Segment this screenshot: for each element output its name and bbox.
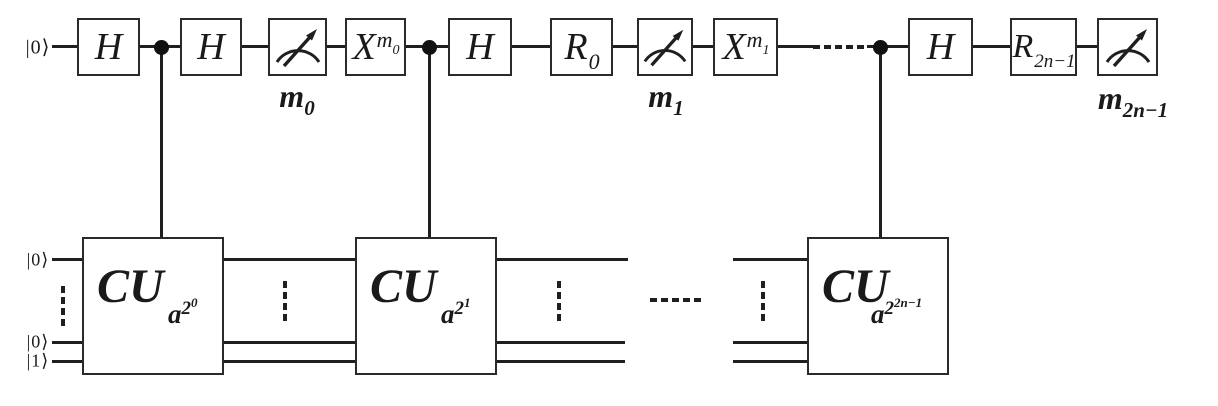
- cu-gate-3-subscript: a22n−1: [871, 295, 923, 329]
- cu-gate-1-label: CU: [97, 260, 164, 313]
- m2n1-outcome-label: m2n−1: [1097, 80, 1169, 122]
- wire-work-bot-c: [496, 360, 625, 363]
- ellipsis-before-cu3: [761, 281, 765, 321]
- control-dot-2: [422, 40, 437, 55]
- m0-outcome-label: m0: [279, 78, 315, 120]
- ellipsis-after-cu2: [557, 281, 561, 321]
- x-correction-gate-m1: Xm1: [713, 18, 778, 76]
- wire-work-bot-a: [52, 360, 83, 363]
- phase-gate-r2n1-label: R2n−1: [1012, 28, 1076, 72]
- wire-work-mid-c: [496, 341, 625, 344]
- wire-work-bot-d: [733, 360, 808, 363]
- cu-gate-a-2-0: CU a20: [82, 237, 224, 375]
- x-correction-gate-m0: Xm0: [345, 18, 406, 76]
- control-line-1: [160, 47, 163, 237]
- cu-gate-a-2-1: CU a21: [355, 237, 497, 375]
- wire-work-mid-d: [733, 341, 808, 344]
- hadamard-gate-2: H: [180, 18, 242, 76]
- wire-control-qubit-dashed-gap: [813, 45, 867, 49]
- cu-gate-2-label: CU: [370, 260, 437, 313]
- measurement-icon-3: [1105, 29, 1150, 68]
- hadamard-gate-2-label: H: [197, 26, 225, 68]
- control-dot-3: [873, 40, 888, 55]
- ket-control-qubit: |0⟩: [25, 36, 51, 59]
- control-dot-1: [154, 40, 169, 55]
- phase-gate-r0-label: R0: [564, 26, 600, 74]
- cu-gate-a-2-2n1: CU a22n−1: [807, 237, 949, 375]
- ket-work-mid: |0⟩: [26, 331, 50, 352]
- wire-work-mid-a: [52, 341, 83, 344]
- hadamard-gate-1-label: H: [94, 26, 123, 68]
- x-correction-gate-m0-label: Xm0: [352, 26, 400, 68]
- hadamard-gate-3: H: [448, 18, 512, 76]
- phase-gate-r2n1: R2n−1: [1010, 18, 1077, 76]
- wire-work-top-d: [733, 258, 808, 261]
- wire-work-dashed-gap: [650, 298, 703, 302]
- measurement-gate-2: [637, 18, 693, 76]
- measurement-icon-2: [643, 29, 687, 67]
- wire-work-bot-b: [224, 360, 356, 363]
- hadamard-gate-1: H: [77, 18, 140, 76]
- control-line-3: [879, 47, 882, 237]
- cu-gate-3-label: CU: [822, 260, 889, 313]
- hadamard-gate-3-label: H: [466, 26, 494, 68]
- wire-work-mid-b: [224, 341, 356, 344]
- wire-work-top-c: [496, 258, 628, 261]
- hadamard-gate-4-label: H: [926, 26, 955, 68]
- measurement-gate-3: [1097, 18, 1158, 76]
- phase-gate-r0: R0: [550, 18, 613, 76]
- x-correction-gate-m1-label: Xm1: [722, 26, 770, 68]
- cu-gate-2-subscript: a21: [441, 295, 471, 329]
- measurement-icon-1: [275, 29, 320, 68]
- hadamard-gate-4: H: [908, 18, 973, 76]
- wire-control-qubit-b: [867, 45, 1099, 48]
- control-line-2: [428, 47, 431, 237]
- ellipsis-between-cu1-cu2: [283, 281, 287, 321]
- m1-outcome-label: m1: [648, 78, 684, 120]
- wire-work-top-b: [224, 258, 356, 261]
- ket-work-top: |0⟩: [26, 249, 50, 270]
- ellipsis-left-register: [61, 286, 65, 326]
- ket-work-bot: |1⟩: [26, 350, 50, 371]
- measurement-gate-1: [268, 18, 327, 76]
- wire-work-top-a: [52, 258, 83, 261]
- cu-gate-1-subscript: a20: [168, 295, 198, 329]
